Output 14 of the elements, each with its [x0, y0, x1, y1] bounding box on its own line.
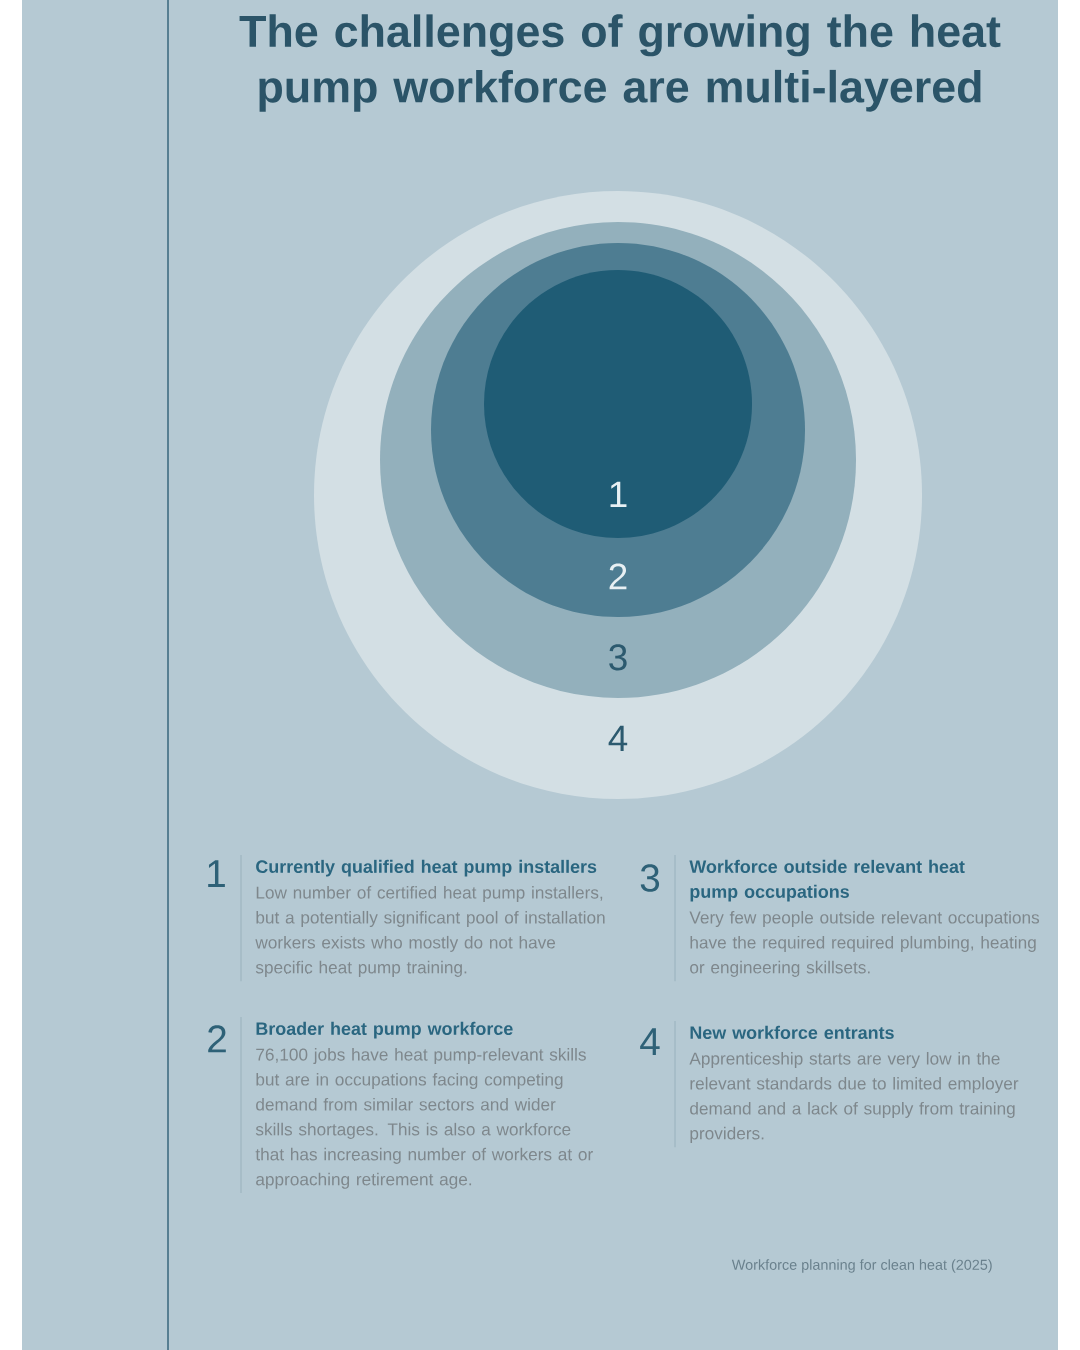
item-description: 76,100 jobs have heat pump-relevant skills but are in occupations facing competing demand from similar sectors and wider skills shortages. This is also a workforce that has increasing number of workers at or approaching retirement age.	[255, 1048, 593, 1189]
item-heading: Currently qualified heat pump installers	[256, 859, 597, 877]
list-number: 4	[640, 1028, 660, 1055]
item-description: Apprenticeship starts are very low in the relevant standards due to limited employer demand and a lack of supply from training providers.	[689, 1052, 1019, 1143]
item-description: Low number of certified heat pump installers, but a potentially significant pool of installation workers exists who mostly do not have specific heat pump training.	[255, 886, 605, 977]
list-number: 3	[640, 864, 660, 892]
item-description: Very few people outside relevant occupations have the required required plumbing, heating or engineering skillsets.	[689, 910, 1040, 977]
source-note: Workforce planning for clean heat (2025)	[731, 1259, 992, 1273]
list-number: 1	[208, 860, 225, 887]
item-heading: Broader heat pump workforce	[256, 1021, 513, 1039]
list-number: 2	[208, 1025, 226, 1053]
item-heading: New workforce entrants	[690, 1025, 894, 1039]
title: The challenges of growing the heat pump workforce are multi-layered	[239, 14, 1001, 112]
item-heading: Workforce outside relevant heat pump occupations	[689, 859, 965, 902]
